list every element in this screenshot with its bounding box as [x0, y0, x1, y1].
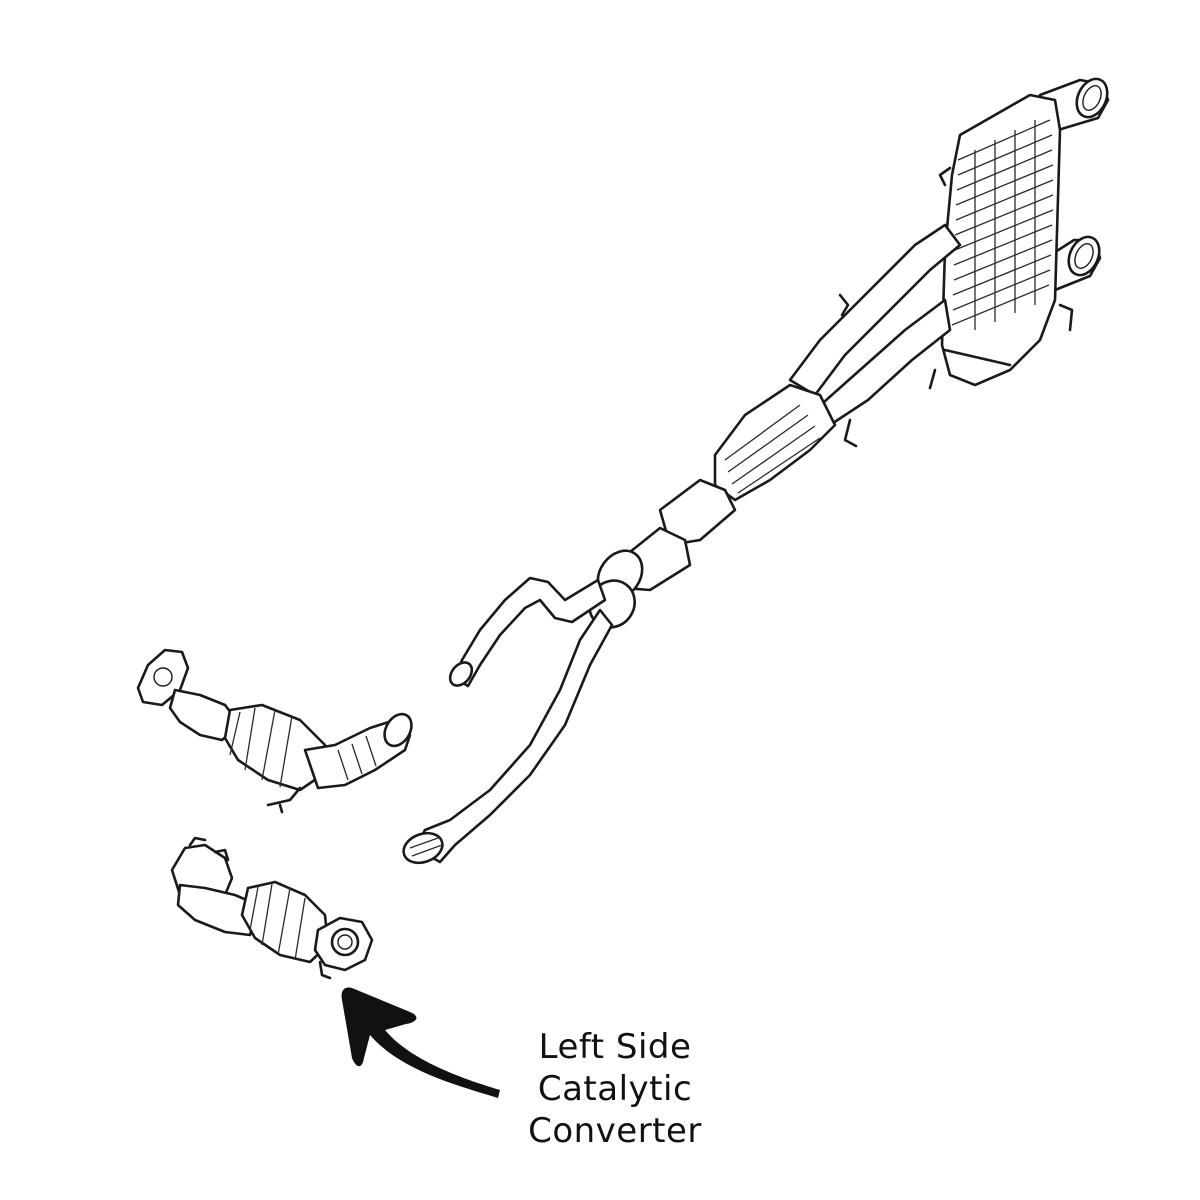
upper-mid-pipe	[788, 223, 962, 397]
rear-muffler-assembly	[838, 77, 1110, 448]
label-line-3: Converter	[528, 1111, 702, 1151]
front-long-pipe	[413, 608, 614, 864]
left-branch-pipe	[453, 576, 607, 688]
muffler-ribs	[951, 119, 1054, 330]
resonator-ribs	[724, 404, 821, 494]
right-side-catalytic-converter	[136, 648, 413, 814]
left-cat-inlet	[176, 883, 260, 937]
upper-mid-pipe-2	[813, 298, 952, 427]
label-line-1: Left Side	[538, 1027, 692, 1067]
mid-pipe-assembly	[402, 223, 962, 865]
right-cat-inlet	[168, 688, 242, 742]
label-line-2: Catalytic	[537, 1069, 693, 1109]
right-cat-body	[223, 703, 327, 792]
left-side-catalytic-converter	[170, 836, 374, 980]
left-side-catalytic-converter-label: Left Side Catalytic Converter	[500, 1026, 730, 1152]
curved-arrow-icon	[341, 987, 500, 1098]
